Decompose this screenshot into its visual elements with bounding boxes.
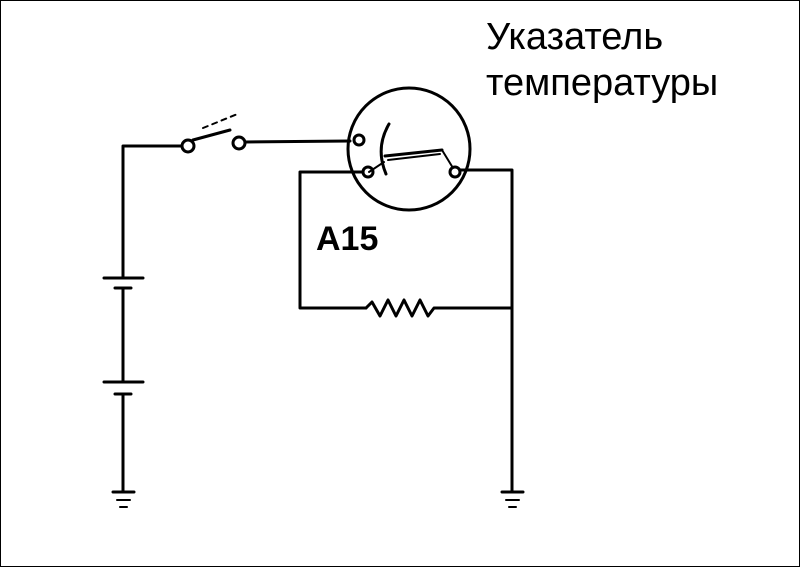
wire-gauge-right	[458, 168, 514, 494]
wire-gauge-left-loop	[298, 170, 368, 310]
gauge-title-line2: температуры	[486, 62, 719, 104]
gauge-terminal-top-left	[352, 133, 366, 147]
ground-symbol-left	[111, 490, 136, 508]
gauge-housing	[346, 86, 472, 212]
switch-blade	[191, 128, 232, 142]
wire-left-supply	[121, 144, 184, 280]
component-label: A15	[316, 220, 379, 258]
gauge-link-right	[441, 149, 454, 169]
gauge-title: Указатель температуры	[486, 14, 718, 106]
gauge-bimetal-arc	[379, 122, 391, 176]
ground-symbol-right	[500, 490, 525, 508]
battery	[102, 276, 145, 494]
switch-contact-right	[231, 135, 247, 151]
gauge-link	[368, 161, 385, 173]
gauge-needle	[383, 148, 444, 158]
gauge-terminal-right	[448, 165, 462, 179]
gauge-needle-edge	[387, 153, 441, 161]
switch-blade-dashed	[202, 112, 241, 129]
gauge-title-line1: Указатель	[486, 16, 664, 58]
temperature-gauge	[346, 86, 472, 212]
wire-switch-to-gauge	[243, 139, 352, 144]
switch-contact-left	[180, 138, 196, 154]
ignition-switch	[180, 112, 247, 154]
resistor	[364, 298, 514, 318]
